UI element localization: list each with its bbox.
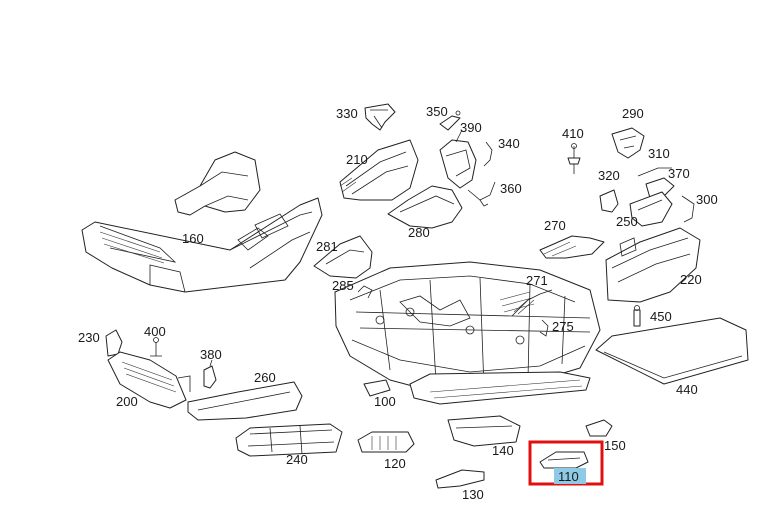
part-410-drawing[interactable] bbox=[567, 143, 581, 175]
part-330-drawing[interactable] bbox=[364, 103, 396, 131]
part-labels: 330 350 290 390 340 410 210 310 320 370 … bbox=[78, 104, 718, 502]
part-400-drawing[interactable] bbox=[150, 337, 162, 357]
label-440[interactable]: 440 bbox=[676, 382, 698, 397]
label-220[interactable]: 220 bbox=[680, 272, 702, 287]
part-285-drawing[interactable] bbox=[357, 285, 373, 299]
part-100-drawing[interactable] bbox=[363, 379, 391, 397]
label-390[interactable]: 390 bbox=[460, 120, 482, 135]
label-270[interactable]: 270 bbox=[544, 218, 566, 233]
part-200-drawing[interactable] bbox=[107, 351, 191, 409]
label-320[interactable]: 320 bbox=[598, 168, 620, 183]
part-210-drawing[interactable] bbox=[339, 139, 419, 201]
part-270-drawing[interactable] bbox=[539, 235, 605, 259]
part-281-drawing[interactable] bbox=[313, 235, 373, 279]
label-330[interactable]: 330 bbox=[336, 106, 358, 121]
part-120-drawing[interactable] bbox=[357, 431, 415, 453]
label-340[interactable]: 340 bbox=[498, 136, 520, 151]
part-110-drawing[interactable] bbox=[539, 451, 589, 469]
label-370[interactable]: 370 bbox=[668, 166, 690, 181]
part-390-drawing[interactable] bbox=[439, 129, 477, 189]
label-380[interactable]: 380 bbox=[200, 347, 222, 362]
label-271[interactable]: 271 bbox=[526, 273, 548, 288]
label-260[interactable]: 260 bbox=[254, 370, 276, 385]
label-285[interactable]: 285 bbox=[332, 278, 354, 293]
label-280[interactable]: 280 bbox=[408, 225, 430, 240]
seat-frame-drawing bbox=[334, 261, 601, 405]
part-340-drawing[interactable] bbox=[483, 141, 493, 167]
label-400[interactable]: 400 bbox=[144, 324, 166, 339]
part-130-drawing[interactable] bbox=[435, 469, 485, 489]
part-440-drawing[interactable] bbox=[595, 317, 749, 385]
part-450-drawing[interactable] bbox=[633, 305, 641, 327]
part-290-drawing[interactable] bbox=[611, 127, 645, 159]
part-350-drawing[interactable] bbox=[439, 110, 461, 131]
highlight-label-background bbox=[554, 468, 586, 484]
part-260-drawing[interactable] bbox=[187, 381, 303, 421]
part-250-drawing[interactable] bbox=[629, 191, 673, 227]
label-300[interactable]: 300 bbox=[696, 192, 718, 207]
part-240-drawing[interactable] bbox=[235, 423, 343, 457]
label-130[interactable]: 130 bbox=[462, 487, 484, 502]
label-200[interactable]: 200 bbox=[116, 394, 138, 409]
label-160[interactable]: 160 bbox=[182, 231, 204, 246]
part-140-drawing[interactable] bbox=[447, 415, 521, 447]
part-300-drawing[interactable] bbox=[681, 195, 695, 223]
label-275[interactable]: 275 bbox=[552, 319, 574, 334]
label-210[interactable]: 210 bbox=[346, 152, 368, 167]
part-160-drawing[interactable] bbox=[81, 151, 323, 293]
part-360-drawing[interactable] bbox=[467, 181, 496, 207]
label-281[interactable]: 281 bbox=[316, 239, 338, 254]
label-290[interactable]: 290 bbox=[622, 106, 644, 121]
part-280-drawing[interactable] bbox=[387, 185, 463, 229]
label-230[interactable]: 230 bbox=[78, 330, 100, 345]
label-140[interactable]: 140 bbox=[492, 443, 514, 458]
label-450[interactable]: 450 bbox=[650, 309, 672, 324]
label-120[interactable]: 120 bbox=[384, 456, 406, 471]
label-310[interactable]: 310 bbox=[648, 146, 670, 161]
label-250[interactable]: 250 bbox=[616, 214, 638, 229]
part-370-drawing[interactable] bbox=[645, 177, 675, 199]
label-150[interactable]: 150 bbox=[604, 438, 626, 453]
label-100[interactable]: 100 bbox=[374, 394, 396, 409]
part-271-drawing[interactable] bbox=[511, 289, 553, 317]
label-110-highlighted[interactable]: 110 bbox=[558, 469, 579, 484]
label-350[interactable]: 350 bbox=[426, 104, 448, 119]
label-410[interactable]: 410 bbox=[562, 126, 584, 141]
part-320-drawing[interactable] bbox=[599, 189, 619, 213]
part-150-drawing[interactable] bbox=[585, 419, 613, 437]
label-240[interactable]: 240 bbox=[286, 452, 308, 467]
part-230-drawing[interactable] bbox=[105, 329, 123, 357]
part-220-drawing[interactable] bbox=[605, 227, 701, 303]
part-380-drawing[interactable] bbox=[203, 359, 217, 389]
part-310-drawing[interactable] bbox=[637, 167, 672, 177]
part-275-drawing[interactable] bbox=[539, 319, 549, 337]
label-360[interactable]: 360 bbox=[500, 181, 522, 196]
